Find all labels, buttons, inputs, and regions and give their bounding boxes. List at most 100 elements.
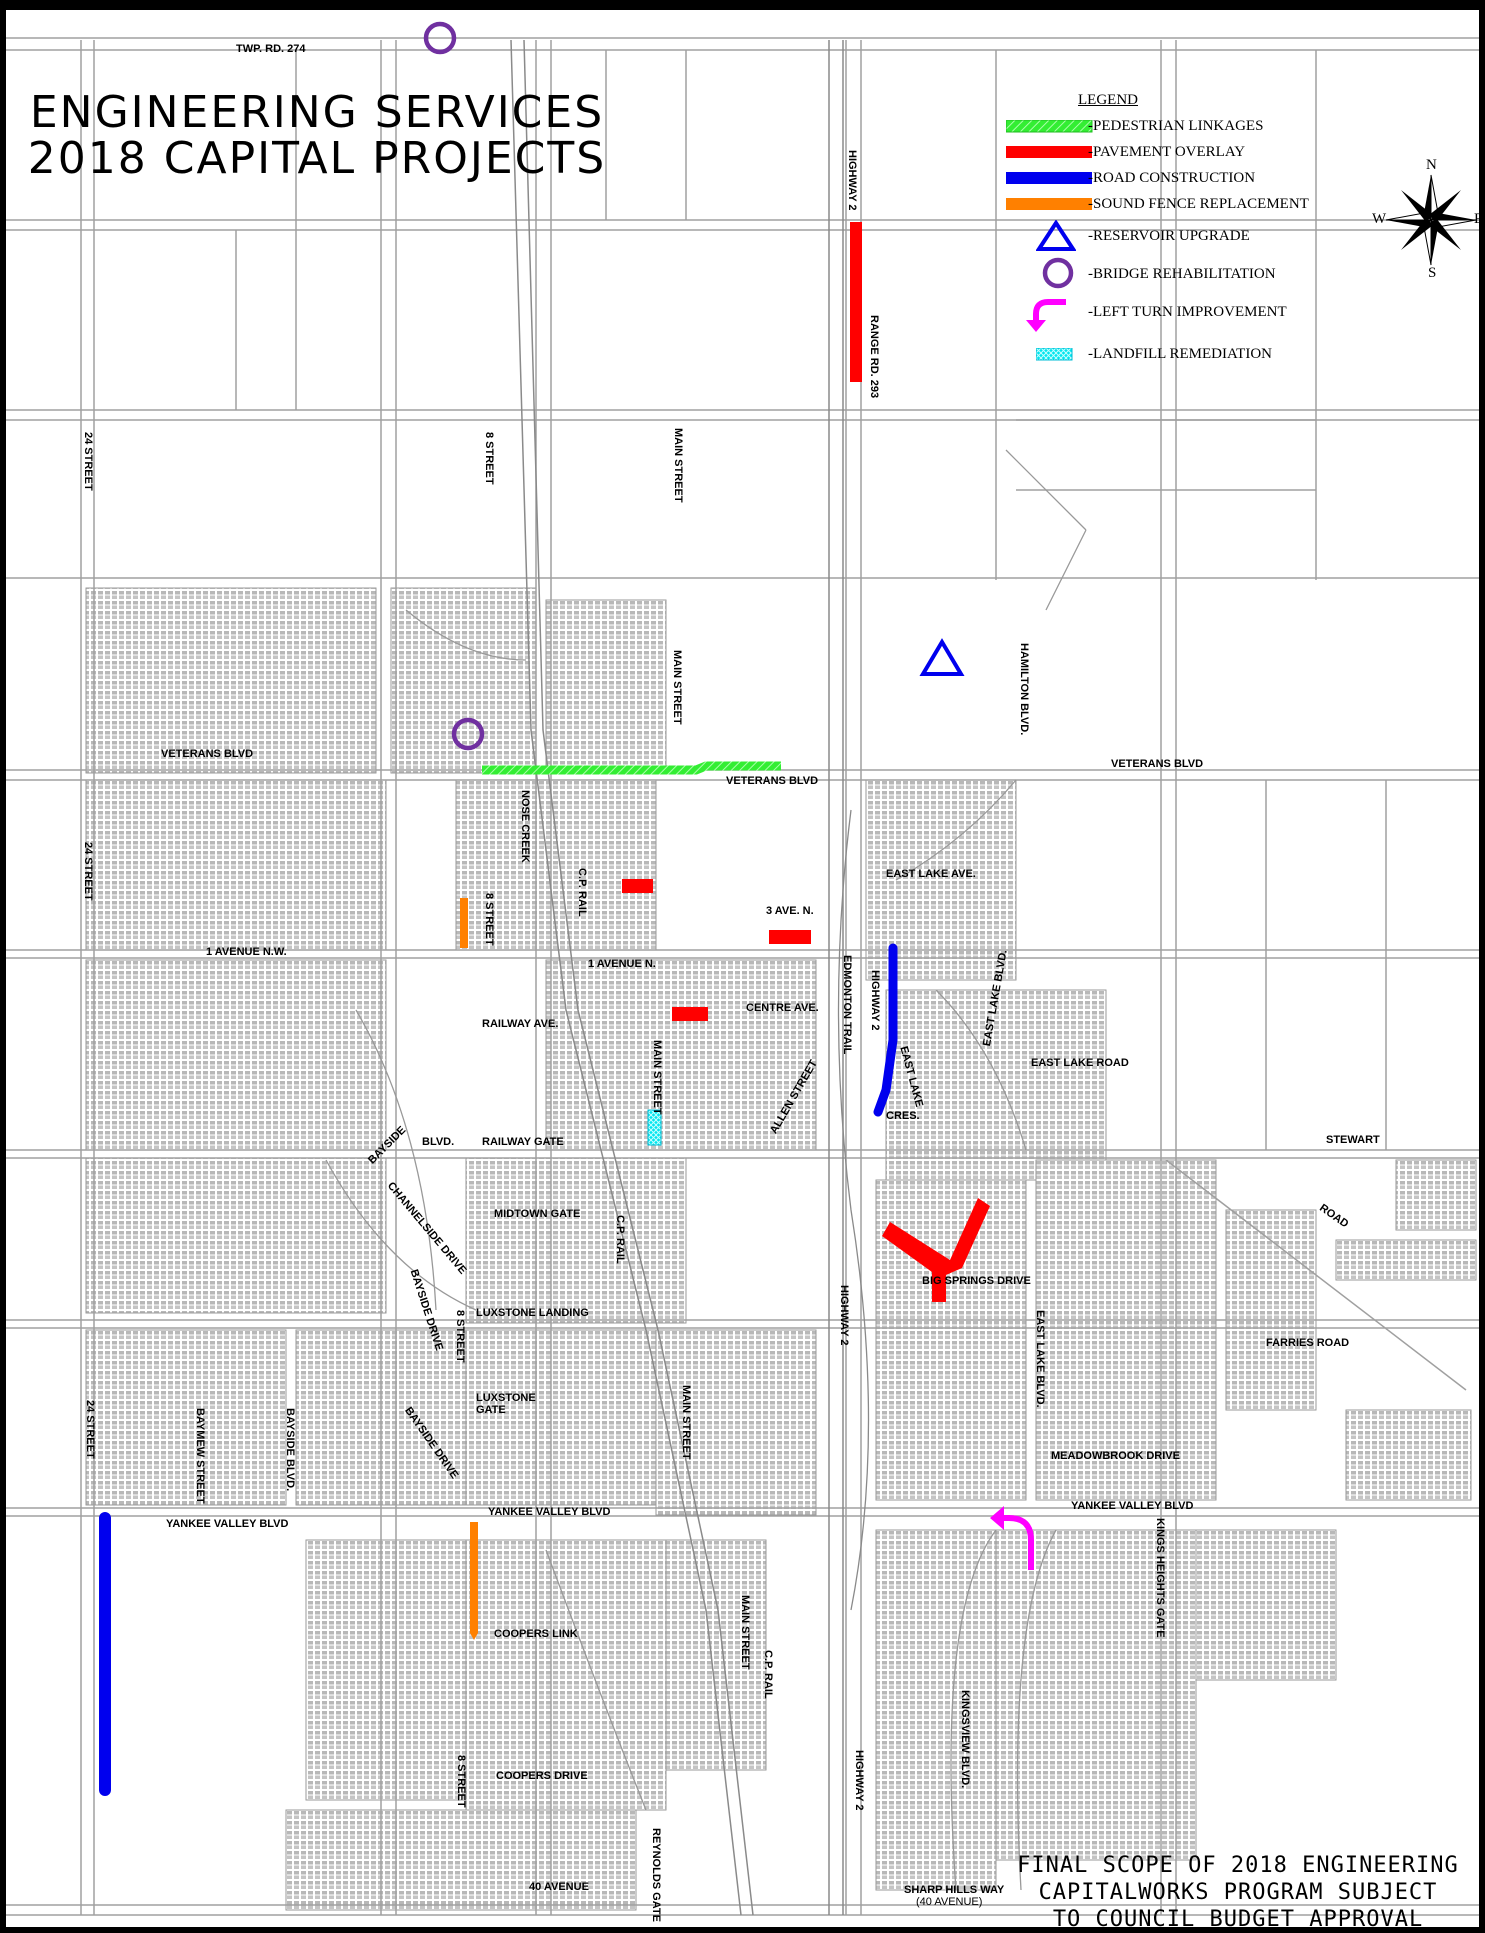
label-east-lake-road: EAST LAKE ROAD [1031, 1057, 1129, 1069]
left-turn-improvement-arrow [998, 1515, 1034, 1570]
triangle-icon [1036, 220, 1076, 251]
label-8-street-south: 8 STREET [455, 1755, 467, 1808]
label-stewart: STEWART [1326, 1134, 1380, 1146]
pavement-overlay-3-ave-n [769, 930, 811, 944]
legend-item-landfill-remediation: -LANDFILL REMEDIATION [996, 344, 1396, 368]
approval-note: FINAL SCOPE OF 2018 ENGINEERING CAPITALW… [998, 1852, 1478, 1927]
road-grid [6, 37, 1479, 1916]
map-panel: ENGINEERING SERVICES 2018 CAPITAL PROJEC… [6, 10, 1479, 1927]
label-yankee-valley-blvd-east: YANKEE VALLEY BLVD [1071, 1500, 1194, 1512]
label-8-street-mid: 8 STREET [483, 893, 495, 946]
landfill-remediation-site [647, 1109, 662, 1146]
bridge-rehab-veterans-blvd [451, 717, 485, 751]
approval-note-line-1: FINAL SCOPE OF 2018 ENGINEERING [1017, 1853, 1459, 1878]
pavement-overlays [622, 222, 990, 1302]
label-main-street-south: MAIN STREET [739, 1595, 751, 1670]
compass-n: N [1426, 157, 1437, 173]
label-highway-2-south: HIGHWAY 2 [853, 1750, 865, 1811]
label-reynolds-gate: REYNOLDS GATE [650, 1828, 662, 1922]
legend-item-reservoir-upgrade: -RESERVOIR UPGRADE [996, 220, 1396, 251]
label-highway-2-north: HIGHWAY 2 [846, 150, 858, 211]
label-bayside-blvd-south: BAYSIDE BLVD. [284, 1408, 296, 1492]
legend-item-sound-fence-replacement: -SOUND FENCE REPLACEMENT [996, 194, 1396, 218]
label-luxstone-gate: LUXSTONE GATE [476, 1392, 536, 1416]
pedestrian-linkage-veterans-blvd [482, 761, 781, 775]
label-railway-gate: RAILWAY GATE [482, 1136, 564, 1148]
label-meadowbrook-drive: MEADOWBROOK DRIVE [1051, 1450, 1180, 1462]
label-cp-rail-mid: C.P. RAIL [614, 1215, 626, 1264]
road-construction-highway-2-east [873, 943, 898, 1117]
label-main-street-mid: MAIN STREET [671, 650, 683, 725]
highway-and-rail [510, 39, 870, 1916]
orange-bar-icon [1006, 198, 1092, 210]
label-1-avenue-n: 1 AVENUE N. [588, 958, 656, 970]
label-veterans-blvd-center: VETERANS BLVD [726, 775, 819, 787]
compass-rose: N S E W [1372, 157, 1479, 281]
legend-item-pavement-overlay: -PAVEMENT OVERLAY [996, 142, 1396, 166]
pavement-overlay-big-springs [882, 1198, 990, 1302]
compass-e: E [1474, 211, 1479, 227]
label-east-lake-blvd-south: EAST LAKE BLVD. [1034, 1310, 1046, 1408]
legend-label: -SOUND FENCE REPLACEMENT [1088, 196, 1309, 212]
title-line-2: 2018 CAPITAL PROJECTS [27, 133, 607, 184]
label-edmonton-trail: EDMONTON TRAIL [841, 955, 853, 1055]
label-east-lake-ave: EAST LAKE AVE. [886, 868, 976, 880]
legend: LEGEND -PEDESTRIAN LINKAGES -PAVEMENT OV… [996, 88, 1396, 388]
label-24-street-mid: 24 STREET [82, 842, 94, 901]
legend-label: -ROAD CONSTRUCTION [1088, 170, 1256, 186]
blue-bar-icon [1006, 172, 1092, 184]
label-main-street-south-mid: MAIN STREET [680, 1385, 692, 1460]
map-title: ENGINEERING SERVICES 2018 CAPITAL PROJEC… [22, 90, 612, 182]
label-twp-rd-274: TWP. RD. 274 [236, 43, 306, 55]
label-3-ave-n: 3 AVE. N. [766, 905, 814, 917]
left-turn-arrowhead [990, 1506, 1004, 1530]
sound-fences [460, 898, 478, 1640]
label-veterans-blvd-west: VETERANS BLVD [161, 748, 254, 760]
road-constructions [99, 943, 898, 1796]
label-cres: CRES. [886, 1110, 920, 1122]
label-range-rd-293: RANGE RD. 293 [868, 315, 880, 399]
label-veterans-blvd-east: VETERANS BLVD [1111, 758, 1204, 770]
label-farries-road: FARRIES ROAD [1266, 1337, 1350, 1349]
label-highway-2-mid: HIGHWAY 2 [869, 970, 881, 1031]
label-baymew-street: BAYMEW STREET [194, 1408, 206, 1504]
pavement-overlay-3-ave-n-west [622, 879, 653, 893]
curvy-roads [325, 449, 1087, 1891]
label-sharp-hills-way: SHARP HILLS WAY [904, 1884, 1005, 1896]
label-yankee-valley-blvd-center: YANKEE VALLEY BLVD [488, 1506, 611, 1518]
reservoir-upgrade-triangle [919, 638, 965, 676]
label-kingsview-blvd: KINGSVIEW BLVD. [959, 1690, 971, 1789]
label-nose-creek: NOSE CREEK [519, 790, 531, 863]
label-cp-rail-north: C.P. RAIL [576, 868, 588, 917]
label-coopers-link: COOPERS LINK [494, 1628, 578, 1640]
label-hamilton-blvd: HAMILTON BLVD. [1018, 643, 1030, 736]
pavement-overlay-range-rd-293 [850, 222, 862, 382]
bridge-rehabilitations [423, 21, 485, 751]
legend-label: -RESERVOIR UPGRADE [1088, 228, 1250, 244]
label-main-street-north: MAIN STREET [672, 428, 684, 503]
legend-item-left-turn-improvement: -LEFT TURN IMPROVEMENT [996, 299, 1396, 332]
legend-heading: LEGEND [1078, 92, 1138, 108]
legend-label: -PAVEMENT OVERLAY [1088, 144, 1246, 160]
approval-note-line-3: TO COUNCIL BUDGET APPROVAL [1052, 1907, 1424, 1927]
pavement-overlay-centre-ave [672, 1007, 708, 1021]
label-24-street-north: 24 STREET [82, 432, 94, 491]
label-kings-heights-gate: KINGS HEIGHTS GATE [1154, 1518, 1166, 1638]
label-highway-2-south-mid: HIGHWAY 2 [838, 1285, 850, 1346]
label-40-avenue-paren: (40 AVENUE) [916, 1896, 983, 1908]
legend-label: -LEFT TURN IMPROVEMENT [1088, 304, 1287, 320]
label-40-avenue: 40 AVENUE [529, 1881, 589, 1893]
title-line-1: ENGINEERING SERVICES [29, 87, 605, 138]
compass-w: W [1372, 211, 1387, 227]
compass-star-icon [1385, 174, 1477, 266]
legend-item-bridge-rehabilitation: -BRIDGE REHABILITATION [996, 257, 1396, 289]
label-railway-ave: RAILWAY AVE. [482, 1018, 559, 1030]
label-24-street-south: 24 STREET [84, 1400, 96, 1459]
label-8-street-north: 8 STREET [483, 432, 495, 485]
legend-item-road-construction: -ROAD CONSTRUCTION [996, 168, 1396, 192]
label-luxstone-landing: LUXSTONE LANDING [476, 1307, 589, 1319]
label-yankee-valley-blvd-west: YANKEE VALLEY BLVD [166, 1518, 289, 1530]
label-centre-ave: CENTRE AVE. [746, 1002, 819, 1014]
sound-fence-8-street-north [460, 898, 468, 948]
